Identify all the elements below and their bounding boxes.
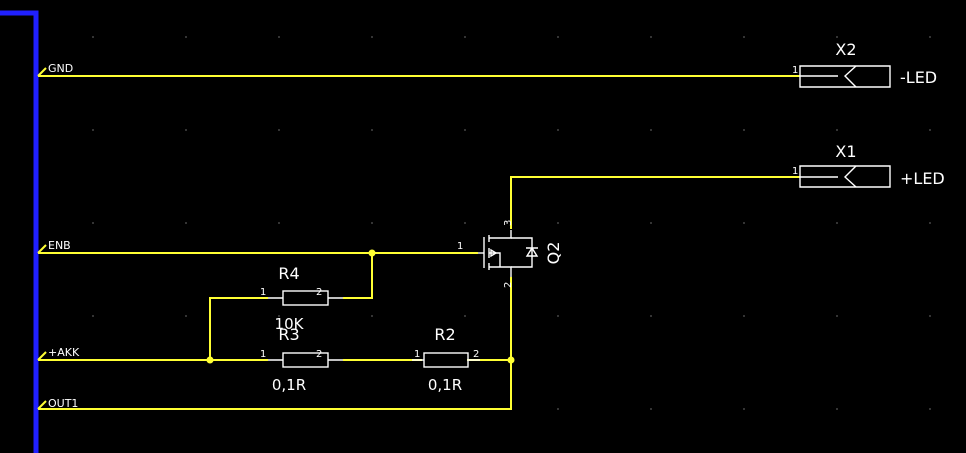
- resistor-r2-value: 0,1R: [428, 376, 462, 394]
- grid-dot: [743, 129, 745, 131]
- grid-dot: [836, 222, 838, 224]
- connector-x2-ref: X2: [835, 40, 856, 59]
- grid-dot: [92, 36, 94, 38]
- grid-dot: [185, 36, 187, 38]
- grid-dot: [185, 129, 187, 131]
- resistor-r2-pin2: 2: [473, 349, 479, 360]
- grid-dot: [371, 222, 373, 224]
- grid-dot: [929, 129, 931, 131]
- resistor-r3-ref: R3: [278, 325, 299, 344]
- grid-dot: [278, 315, 280, 317]
- resistor-r3[interactable]: 1 2 R3 0,1R: [260, 325, 343, 394]
- mosfet-q2-pin-gate: 1: [457, 241, 463, 252]
- net-label-gnd: GND: [48, 62, 73, 75]
- grid-dot: [650, 222, 652, 224]
- net-label-enb: ENB: [48, 239, 71, 252]
- grid-dot: [929, 408, 931, 410]
- connector-x1[interactable]: 1 X1 +LED: [792, 142, 945, 188]
- grid-dot: [650, 315, 652, 317]
- grid-dot: [464, 222, 466, 224]
- resistor-r3-value: 0,1R: [272, 376, 306, 394]
- bus-entries: [37, 67, 47, 410]
- wire-r4-left[interactable]: [209, 297, 268, 360]
- grid-dot: [464, 315, 466, 317]
- net-label-out1: OUT1: [48, 397, 78, 410]
- mosfet-q2[interactable]: 1 3 2 Q2: [457, 220, 563, 288]
- resistor-r4-pin2: 2: [316, 287, 322, 298]
- resistor-r2-pin1: 1: [414, 349, 420, 360]
- grid-dot: [464, 36, 466, 38]
- resistor-r4-pin1: 1: [260, 287, 266, 298]
- resistor-r4-ref: R4: [278, 264, 299, 283]
- grid-dot: [650, 408, 652, 410]
- wire-source[interactable]: [38, 277, 512, 410]
- mosfet-q2-pin-drain: 3: [503, 220, 514, 226]
- connector-x1-label: +LED: [900, 169, 945, 188]
- mosfet-q2-pin-source: 2: [503, 282, 514, 288]
- grid-dot: [278, 129, 280, 131]
- grid-dot: [557, 129, 559, 131]
- grid-dot: [929, 315, 931, 317]
- grid-dot: [929, 36, 931, 38]
- junction-akk: [206, 356, 214, 364]
- resistor-r2[interactable]: 1 2 R2 0,1R: [412, 325, 480, 394]
- grid-dot: [743, 36, 745, 38]
- connector-x2-pin: 1: [792, 65, 798, 76]
- grid-dot: [557, 408, 559, 410]
- grid-dot: [557, 222, 559, 224]
- grid-dot: [278, 36, 280, 38]
- grid-dot: [650, 36, 652, 38]
- grid-dot: [836, 36, 838, 38]
- wire-led-plus[interactable]: [510, 176, 800, 229]
- connector-x2-label: -LED: [900, 68, 937, 87]
- grid-dot: [371, 129, 373, 131]
- connector-x1-pin: 1: [792, 166, 798, 177]
- resistor-r3-pin2: 2: [316, 349, 322, 360]
- grid-dot: [92, 129, 94, 131]
- grid-dot: [557, 36, 559, 38]
- grid-dot: [929, 222, 931, 224]
- grid-dot: [743, 315, 745, 317]
- junction-enb: [368, 249, 376, 257]
- grid-dot: [92, 315, 94, 317]
- grid-dot: [743, 222, 745, 224]
- grid-dot: [836, 315, 838, 317]
- bus-line[interactable]: [0, 10, 39, 453]
- grid-dot: [185, 222, 187, 224]
- grid-dot: [464, 129, 466, 131]
- junction-source: [507, 356, 515, 364]
- wire-r4-right[interactable]: [343, 253, 373, 299]
- grid-dot: [371, 315, 373, 317]
- connector-x2[interactable]: 1 X2 -LED: [792, 40, 937, 88]
- grid-dot: [278, 222, 280, 224]
- grid-dot: [92, 222, 94, 224]
- net-label-akk: +AKK: [48, 346, 80, 359]
- connector-x1-ref: X1: [835, 142, 856, 161]
- resistor-r4-value: 10K: [275, 315, 305, 333]
- grid-dot: [836, 129, 838, 131]
- resistor-r4[interactable]: 1 2 R4 10K: [260, 264, 343, 333]
- grid-dot: [836, 408, 838, 410]
- grid-dot: [743, 408, 745, 410]
- grid-dot: [185, 315, 187, 317]
- resistor-r2-ref: R2: [434, 325, 455, 344]
- grid-dot: [557, 315, 559, 317]
- grid-dot: [371, 36, 373, 38]
- resistor-r3-pin1: 1: [260, 349, 266, 360]
- grid-dot: [650, 129, 652, 131]
- mosfet-q2-ref: Q2: [544, 242, 563, 265]
- grid-dots: [92, 36, 931, 410]
